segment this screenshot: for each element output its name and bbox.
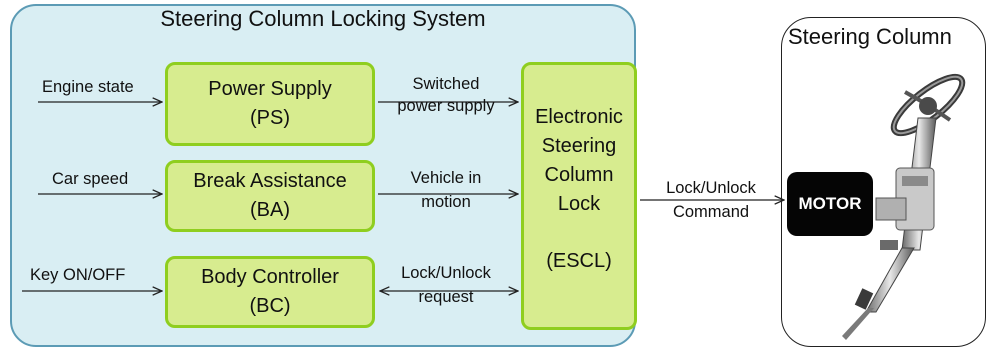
switched-power-line-1: Switched xyxy=(412,75,480,93)
switched-power-label: Switched power supply xyxy=(376,73,516,117)
vehicle-motion-label: Vehicle in motion xyxy=(376,166,516,214)
body-controller-label: Body Controller xyxy=(201,266,339,288)
lock-request-line-1: Lock/Unlock xyxy=(401,264,491,282)
steering-column-title: Steering Column xyxy=(788,24,952,49)
system-title: Steering Column Locking System xyxy=(160,6,486,31)
escl-line-2: Steering xyxy=(541,135,617,157)
escl-line-5: (ESCL) xyxy=(546,250,612,272)
escl-block: Electronic Steering Column Lock (ESCL) xyxy=(521,62,637,330)
vehicle-motion-line-2: motion xyxy=(421,193,471,211)
motor-block: MOTOR xyxy=(787,172,873,236)
lock-request-line-2: request xyxy=(418,288,474,306)
steering-column-illustration xyxy=(842,73,966,340)
command-line-1: Lock/Unlock xyxy=(666,179,756,197)
power-supply-block: Power Supply (PS) xyxy=(165,62,375,146)
escl-line-1: Electronic xyxy=(535,106,623,128)
escl-line-4: Lock xyxy=(557,193,601,215)
body-controller-abbrev: (BC) xyxy=(249,295,291,317)
break-assistance-label: Break Assistance xyxy=(193,170,347,192)
break-assistance-block: Break Assistance (BA) xyxy=(165,160,375,232)
vehicle-motion-line-1: Vehicle in xyxy=(410,169,482,187)
switched-power-line-2: power supply xyxy=(397,97,495,115)
lock-request-label: Lock/Unlock request xyxy=(376,261,516,309)
power-supply-abbrev: (PS) xyxy=(250,107,290,129)
command-label: Lock/Unlock Command xyxy=(640,176,782,224)
car-speed-label: Car speed xyxy=(52,170,129,188)
break-assistance-abbrev: (BA) xyxy=(250,199,290,221)
power-supply-label: Power Supply xyxy=(208,78,332,100)
key-on-off-label: Key ON/OFF xyxy=(30,266,126,284)
engine-state-label: Engine state xyxy=(42,78,134,96)
escl-line-3: Column xyxy=(544,164,614,186)
command-line-2: Command xyxy=(672,203,750,221)
body-controller-block: Body Controller (BC) xyxy=(165,256,375,328)
